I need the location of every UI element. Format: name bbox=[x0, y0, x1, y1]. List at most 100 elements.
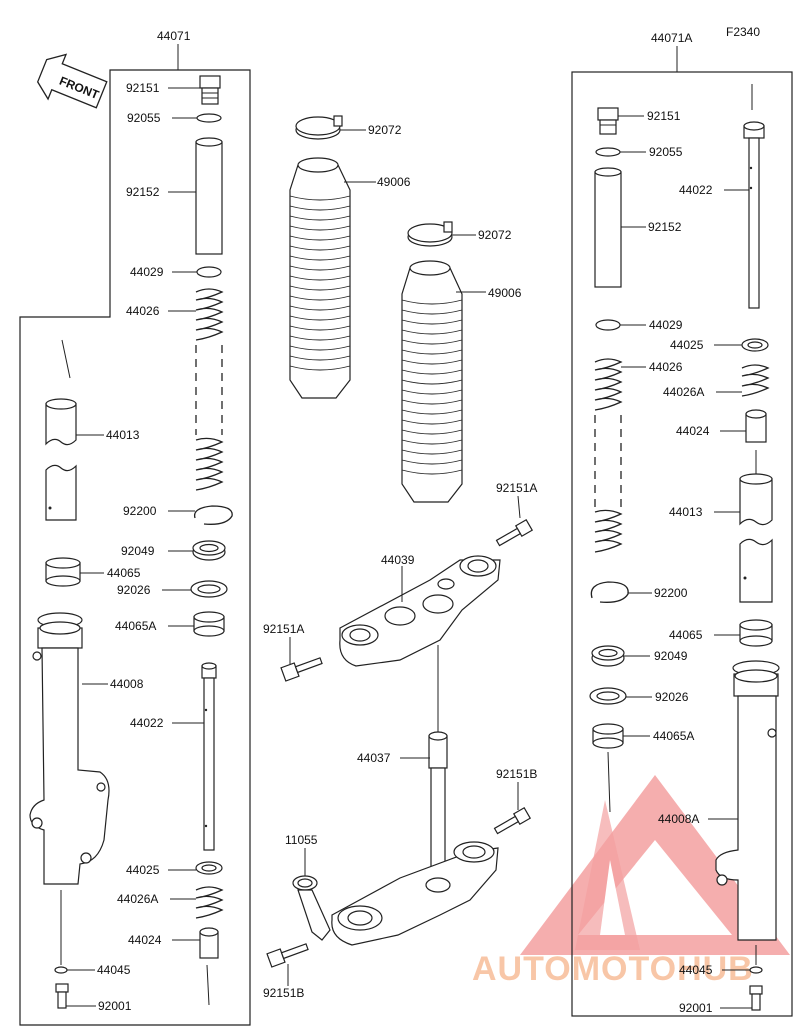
fork-boot-49006-a bbox=[289, 157, 351, 399]
label-44026A-right: 44026A bbox=[663, 385, 704, 399]
bolt-92151B-right bbox=[493, 806, 532, 835]
oil-seal-92049-right bbox=[591, 645, 625, 667]
rod-44022-right bbox=[743, 84, 765, 309]
label-44013-left: 44013 bbox=[106, 428, 140, 442]
bolt-92001-right bbox=[749, 985, 763, 1011]
cap-bolt-92151-right bbox=[597, 107, 619, 135]
label-44045-left: 44045 bbox=[97, 963, 131, 977]
label-44008A-right: 44008A bbox=[658, 812, 699, 826]
label-44065-right: 44065 bbox=[669, 628, 703, 642]
assembly-label-left: 44071 bbox=[157, 29, 191, 43]
piece-44024-left bbox=[199, 927, 219, 959]
label-44045-right: 44045 bbox=[679, 963, 713, 977]
bush-44065A-right bbox=[592, 723, 624, 749]
bush-44065-right bbox=[739, 619, 773, 647]
spring-44026A-right bbox=[741, 364, 770, 397]
tube-44013-left bbox=[45, 339, 77, 521]
label-92152-right: 92152 bbox=[648, 220, 682, 234]
seat-44029-left bbox=[196, 266, 222, 278]
label-44037: 44037 bbox=[357, 751, 391, 765]
label-92055-left: 92055 bbox=[127, 111, 161, 125]
label-44029-left: 44029 bbox=[130, 265, 164, 279]
label-92200-right: 92200 bbox=[654, 586, 688, 600]
label-44026-right: 44026 bbox=[649, 360, 683, 374]
cap-bolt-92151-left bbox=[199, 75, 221, 105]
o-ring-92055-left bbox=[196, 113, 222, 123]
label-92049-left: 92049 bbox=[121, 544, 155, 558]
right-assembly-frame bbox=[571, 71, 793, 1017]
label-92151A-top: 92151A bbox=[496, 481, 537, 495]
label-49006-b: 49006 bbox=[488, 286, 522, 300]
rod-44022-left bbox=[201, 662, 217, 851]
clamp-92072-a bbox=[295, 115, 343, 140]
outer-tube-44008A-right bbox=[715, 660, 780, 941]
bolt-92151A-top bbox=[495, 518, 534, 547]
fork-boot-49006-b bbox=[401, 260, 463, 503]
clip-92200-left bbox=[193, 505, 233, 525]
steering-stem-44037 bbox=[428, 645, 448, 879]
label-92026-left: 92026 bbox=[117, 583, 151, 597]
washer-44045-left bbox=[54, 966, 68, 974]
tube-44013-right bbox=[739, 450, 773, 603]
label-44024-left: 44024 bbox=[128, 933, 162, 947]
label-92072-b: 92072 bbox=[478, 228, 512, 242]
label-44022-left: 44022 bbox=[130, 716, 164, 730]
figure-code: F2340 bbox=[726, 25, 760, 39]
label-92026-right: 92026 bbox=[655, 690, 689, 704]
label-44008-left: 44008 bbox=[110, 677, 144, 691]
spring-44026-left bbox=[195, 288, 224, 491]
oil-seal-92049-left bbox=[192, 540, 226, 561]
bush-44065-left bbox=[45, 557, 81, 587]
label-92001-right: 92001 bbox=[679, 1001, 713, 1015]
label-44039: 44039 bbox=[381, 553, 415, 567]
label-92049-right: 92049 bbox=[654, 649, 688, 663]
label-44065A-right: 44065A bbox=[653, 729, 694, 743]
label-49006-a: 49006 bbox=[377, 175, 411, 189]
label-44029-right: 44029 bbox=[649, 318, 683, 332]
label-44065A-left: 44065A bbox=[115, 619, 156, 633]
lower-bracket bbox=[331, 841, 499, 946]
label-92151A-left: 92151A bbox=[263, 622, 304, 636]
upper-bracket-44039 bbox=[339, 555, 501, 667]
label-92151B-bottom: 92151B bbox=[263, 986, 304, 1000]
clamp-92072-b bbox=[407, 221, 453, 247]
clip-92200-right bbox=[590, 581, 629, 603]
spring-44026A-left bbox=[195, 886, 224, 919]
label-92151B-right: 92151B bbox=[496, 767, 537, 781]
label-92200-left: 92200 bbox=[123, 504, 157, 518]
bolt-92151B-bottom bbox=[266, 943, 309, 968]
watermark-text: AUTOMOTOHUB bbox=[472, 950, 754, 988]
label-92055-right: 92055 bbox=[649, 145, 683, 159]
label-44026-left: 44026 bbox=[126, 304, 160, 318]
label-44025-right: 44025 bbox=[670, 338, 704, 352]
spring-44026-right bbox=[594, 358, 623, 553]
label-44024-right: 44024 bbox=[676, 424, 710, 438]
label-44022-right: 44022 bbox=[679, 183, 713, 197]
label-92152-left: 92152 bbox=[126, 185, 160, 199]
bolt-92151A-left bbox=[280, 657, 323, 682]
assembly-label-right: 44071A bbox=[651, 31, 692, 45]
o-ring-92055-right bbox=[595, 147, 621, 157]
label-92151-right: 92151 bbox=[647, 109, 681, 123]
collar-92152-right bbox=[594, 167, 622, 288]
label-44013-right: 44013 bbox=[669, 505, 703, 519]
label-11055: 11055 bbox=[285, 833, 318, 847]
bush-44065A-left bbox=[193, 611, 225, 637]
seat-44029-right bbox=[595, 319, 621, 331]
label-92001-left: 92001 bbox=[98, 999, 132, 1013]
piece-44024-right bbox=[745, 409, 767, 443]
outer-tube-44008-left bbox=[29, 612, 110, 885]
label-44026A-left: 44026A bbox=[117, 892, 158, 906]
label-92151-left: 92151 bbox=[126, 81, 160, 95]
watermark-logo: AUTOMOTOHUB bbox=[472, 775, 790, 988]
bolt-92001-left bbox=[55, 983, 69, 1009]
front-direction-marker: FRONT bbox=[36, 53, 108, 109]
bracket-11055 bbox=[292, 875, 331, 941]
left-assembly-frame bbox=[19, 69, 251, 1026]
label-92072-a: 92072 bbox=[368, 123, 402, 137]
collar-92152-left bbox=[195, 137, 223, 255]
label-44065-left: 44065 bbox=[107, 566, 141, 580]
label-44025-left: 44025 bbox=[126, 863, 160, 877]
